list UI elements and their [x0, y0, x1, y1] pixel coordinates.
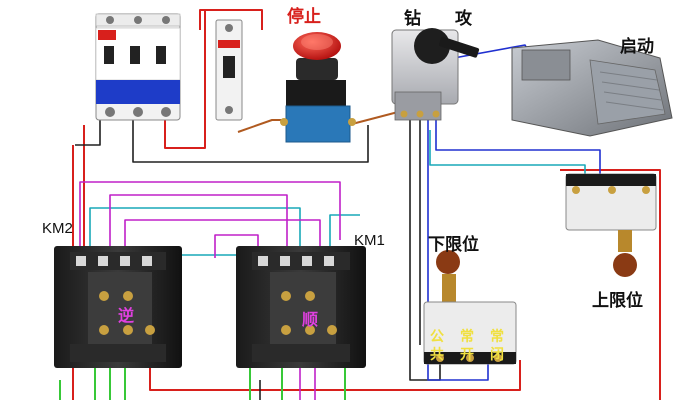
- wire-red-bottom: [149, 360, 521, 391]
- lower-limit-label: 下限位: [428, 235, 479, 255]
- drill-label: 钻: [404, 9, 421, 29]
- terminal-no-top: 常: [460, 329, 474, 345]
- stop-label: 停止: [287, 7, 321, 27]
- wire-cyan-km1: [329, 214, 360, 255]
- km1-label: KM1: [354, 232, 385, 249]
- wire-cyan-top: [89, 207, 301, 255]
- selector-switch: [391, 28, 480, 121]
- wire-cyan-mid: [429, 130, 586, 195]
- terminal-nc-bottom: 闭: [490, 347, 504, 363]
- forward-label: 顺: [302, 310, 319, 329]
- contactor-km2: [54, 246, 182, 368]
- start-label: 启动: [620, 37, 654, 57]
- wire-blue-down: [427, 118, 489, 381]
- terminal-nc-top: 常: [490, 329, 504, 345]
- circuit-breaker-3p: [95, 13, 181, 121]
- wire-red-right: [560, 169, 661, 400]
- wire-blue-right: [435, 118, 601, 175]
- terminal-common-bottom: 共: [430, 347, 444, 363]
- foot-pedal: [511, 39, 673, 137]
- wire-red-top: [199, 9, 263, 30]
- km2-label: KM2: [42, 220, 73, 237]
- wire-magenta-2: [109, 194, 288, 255]
- terminal-common-top: 公: [430, 329, 444, 345]
- reverse-label: 逆: [118, 306, 135, 325]
- wire-black-2: [132, 118, 369, 163]
- lower-limit-switch: [423, 250, 517, 365]
- terminal-no-bottom: 开: [460, 347, 474, 363]
- upper-limit-switch: [565, 173, 657, 277]
- wire-brown-stop: [237, 119, 282, 133]
- circuit-breaker-1p: [215, 19, 243, 121]
- upper-limit-label: 上限位: [592, 291, 643, 311]
- wire-brown-selector: [351, 111, 399, 125]
- tap-label: 攻: [455, 9, 472, 29]
- wire-magenta-1: [79, 181, 341, 255]
- stop-button: [280, 32, 356, 143]
- contactor-km1: [236, 246, 366, 368]
- wire-black-3: [409, 120, 441, 381]
- wire-red-breaker: [164, 10, 206, 149]
- wire-black-1: [75, 118, 101, 146]
- wire-magenta-3: [124, 219, 321, 255]
